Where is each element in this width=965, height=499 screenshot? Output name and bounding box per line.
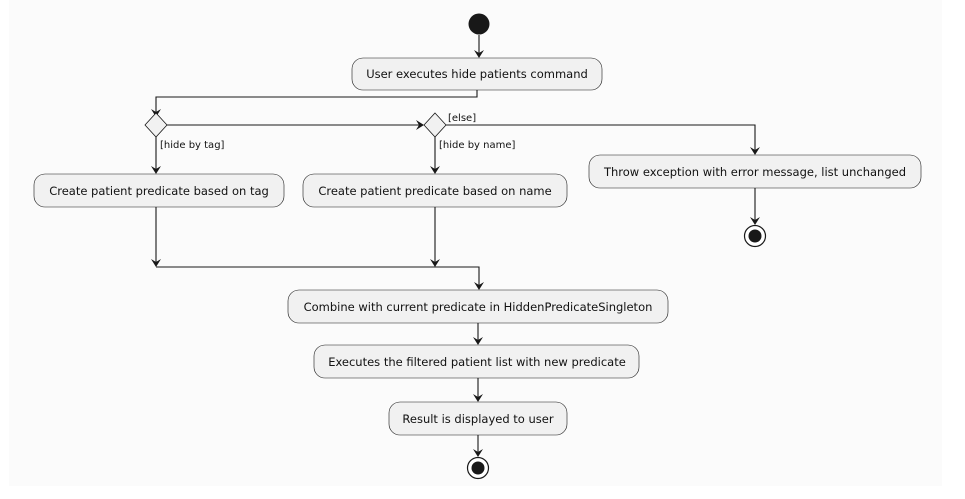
end-node-final	[466, 456, 490, 480]
action-hide-command-label: User executes hide patients command	[366, 67, 588, 81]
arrowhead	[430, 259, 440, 267]
decision-hide-name	[423, 112, 447, 138]
decision-hide-type	[144, 112, 168, 138]
edge-merge	[156, 266, 480, 286]
start-node	[468, 13, 490, 35]
action-execute-filter: Executes the filtered patient list with …	[313, 344, 640, 379]
action-display-result: Result is displayed to user	[388, 401, 568, 436]
edge-else-branch	[446, 124, 756, 151]
action-hide-command: User executes hide patients command	[351, 57, 603, 91]
action-display-result-label: Result is displayed to user	[402, 412, 553, 426]
arrowhead	[416, 120, 424, 130]
guard-else: [else]	[448, 113, 476, 124]
arrowhead	[473, 449, 483, 457]
end-node-exception	[743, 224, 767, 248]
action-execute-filter-label: Executes the filtered patient list with …	[328, 355, 626, 369]
action-predicate-name: Create patient predicate based on name	[302, 173, 568, 208]
arrowhead	[474, 282, 484, 290]
action-throw-exception: Throw exception with error message, list…	[588, 154, 922, 189]
action-predicate-tag: Create patient predicate based on tag	[33, 173, 285, 208]
arrowhead	[430, 166, 440, 174]
action-throw-exception-label: Throw exception with error message, list…	[603, 165, 906, 179]
action-combine-label: Combine with current predicate in Hidden…	[304, 300, 653, 314]
action-combine: Combine with current predicate in Hidden…	[287, 289, 669, 324]
action-predicate-tag-label: Create patient predicate based on tag	[49, 184, 269, 198]
arrowhead	[473, 337, 483, 345]
guard-hide-by-name: [hide by name]	[439, 140, 516, 151]
edge-command-to-decision1	[155, 90, 478, 113]
arrowhead	[473, 394, 483, 402]
arrowhead	[151, 166, 161, 174]
arrowhead	[750, 217, 760, 225]
guard-hide-by-tag: [hide by tag]	[160, 140, 225, 151]
arrowhead	[151, 259, 161, 267]
arrowhead	[750, 147, 760, 155]
action-predicate-name-label: Create patient predicate based on name	[318, 184, 551, 198]
arrowhead	[474, 50, 484, 58]
